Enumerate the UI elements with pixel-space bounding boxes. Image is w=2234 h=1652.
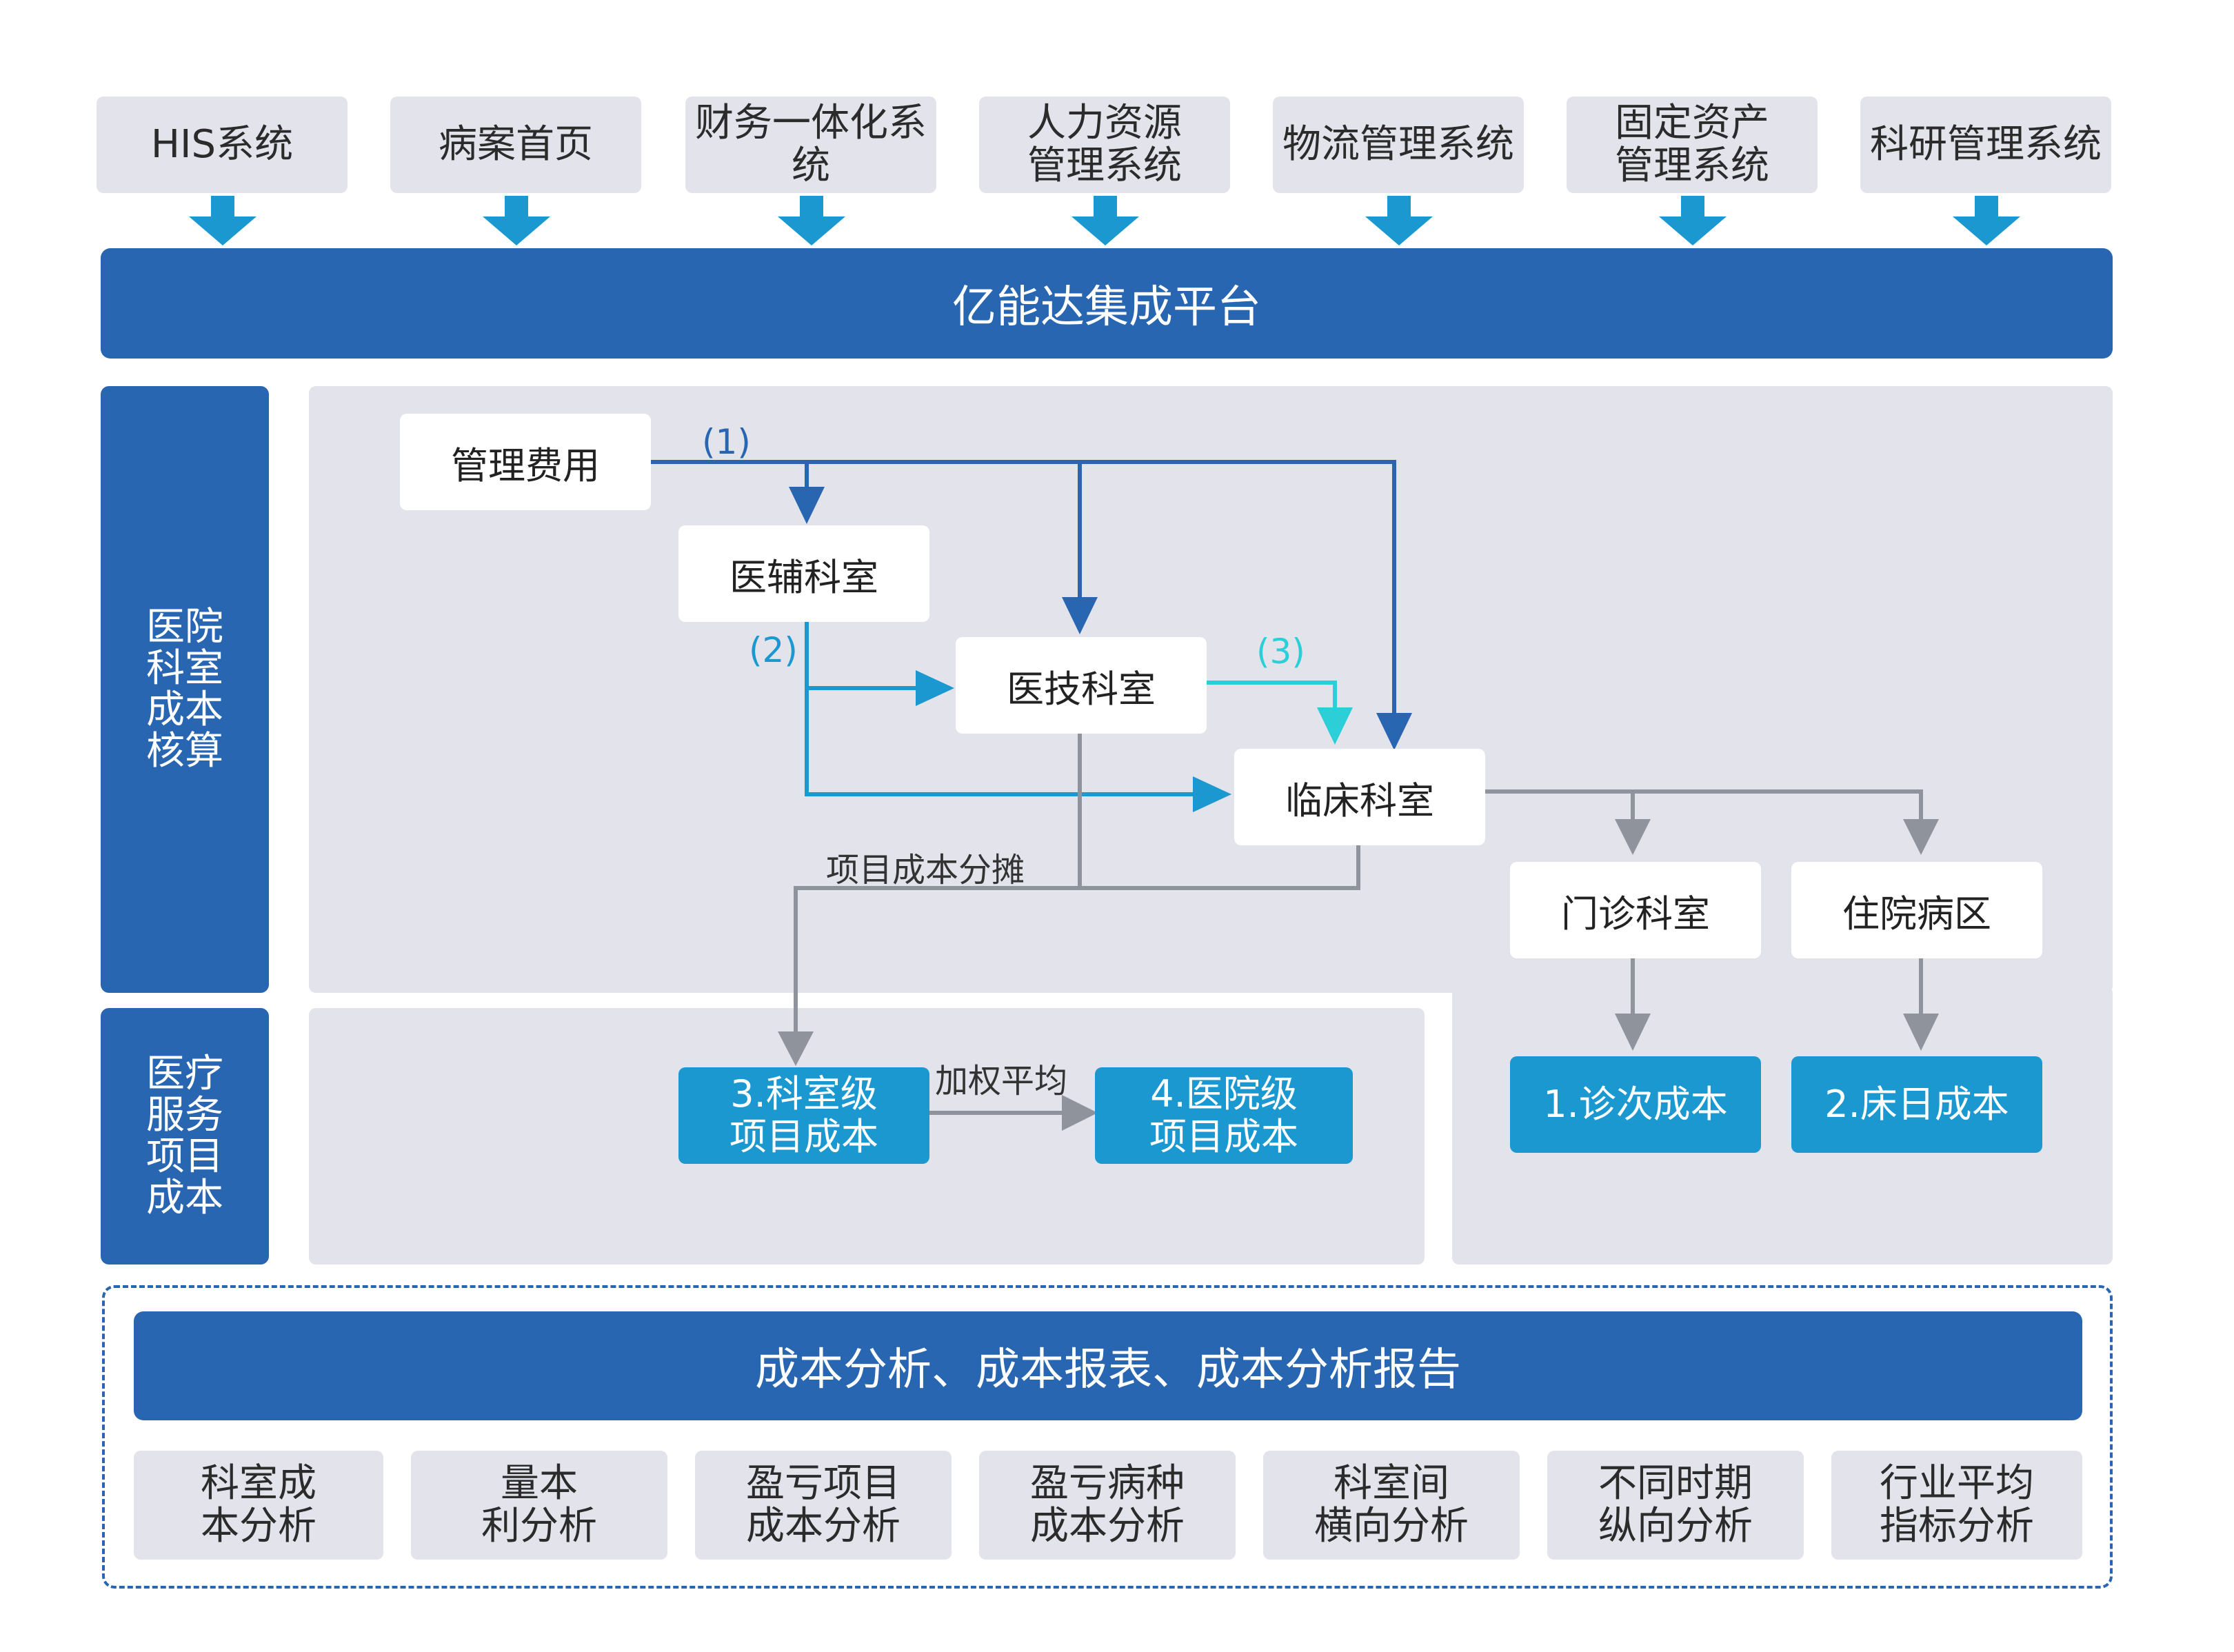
analysis-label: 量本 利分析 xyxy=(481,1461,597,1549)
platform-title: 亿能达集成平台 xyxy=(952,282,1261,333)
source-case-home: 病案首页 xyxy=(390,97,641,193)
analysis-label: 科室间 横向分析 xyxy=(1314,1461,1469,1549)
allocation-heads xyxy=(778,819,1939,1131)
flow-step2-heads xyxy=(916,670,1231,812)
source-his: HIS系统 xyxy=(97,97,348,193)
source-label: 科研管理系统 xyxy=(1870,122,2102,167)
node-label: 门诊科室 xyxy=(1561,892,1710,936)
source-label: 人力资源 管理系统 xyxy=(1027,101,1182,188)
side-label-text: 医疗服务项目成本 xyxy=(146,1051,223,1220)
source-label: 物流管理系统 xyxy=(1282,122,1514,167)
node-management-expense: 管理费用 xyxy=(400,414,651,510)
analysis-project-profit-loss: 盈亏项目 成本分析 xyxy=(695,1451,952,1560)
side-label-service-cost: 医疗服务项目成本 xyxy=(101,1008,269,1265)
node-inpatient-ward: 住院病区 xyxy=(1791,862,2042,958)
side-label-text: 医院科室成本核算 xyxy=(146,605,223,774)
flow-label-step1: (1) xyxy=(702,422,751,462)
analysis-label: 行业平均 指标分析 xyxy=(1880,1461,2034,1549)
flow-step3-head xyxy=(1317,707,1353,745)
source-fixed-assets: 固定资产 管理系统 xyxy=(1567,97,1818,193)
node-label: 4.医院级 项目成本 xyxy=(1149,1072,1298,1158)
source-label: HIS系统 xyxy=(150,122,294,167)
node-dept-item-cost: 3.科室级 项目成本 xyxy=(678,1067,929,1164)
flow-step3-line xyxy=(1205,681,1337,710)
source-label: 财务一体化系统 xyxy=(695,101,927,188)
source-hr: 人力资源 管理系统 xyxy=(979,97,1230,193)
node-clinical-dept: 临床科室 xyxy=(1234,749,1485,845)
report-title: 成本分析、成本报表、成本分析报告 xyxy=(755,1344,1461,1396)
report-banner: 成本分析、成本报表、成本分析报告 xyxy=(134,1311,2082,1420)
analysis-industry-average: 行业平均 指标分析 xyxy=(1831,1451,2082,1560)
source-research: 科研管理系统 xyxy=(1860,97,2111,193)
node-label: 临床科室 xyxy=(1285,778,1434,823)
flow-label-weighted-average: 加权平均 xyxy=(935,1062,1068,1100)
node-label: 管理费用 xyxy=(451,443,600,487)
node-label: 医技科室 xyxy=(1007,667,1156,711)
analysis-label: 不同时期 纵向分析 xyxy=(1598,1461,1753,1549)
analysis-cost-volume-profit: 量本 利分析 xyxy=(411,1451,667,1560)
flow-label-step3: (3) xyxy=(1256,632,1305,672)
analysis-dept-cost: 科室成 本分析 xyxy=(134,1451,383,1560)
side-label-dept-cost: 医院科室成本核算 xyxy=(101,386,269,993)
node-label: 住院病区 xyxy=(1842,892,1991,936)
source-logistics: 物流管理系统 xyxy=(1273,97,1524,193)
node-medical-tech-dept: 医技科室 xyxy=(956,637,1207,734)
analysis-disease-profit-loss: 盈亏病种 成本分析 xyxy=(979,1451,1236,1560)
node-label: 2.床日成本 xyxy=(1824,1082,2009,1126)
flow-step2-lines xyxy=(805,621,1197,796)
flow-step1-heads xyxy=(789,487,1412,750)
node-bed-day-cost: 2.床日成本 xyxy=(1791,1056,2042,1153)
node-label: 1.诊次成本 xyxy=(1543,1082,1728,1126)
analysis-inter-dept-horizontal: 科室间 横向分析 xyxy=(1263,1451,1520,1560)
source-label: 固定资产 管理系统 xyxy=(1615,101,1769,188)
analysis-period-vertical: 不同时期 纵向分析 xyxy=(1547,1451,1804,1560)
source-label: 病案首页 xyxy=(439,122,593,167)
analysis-label: 盈亏项目 成本分析 xyxy=(746,1461,900,1549)
node-label: 3.科室级 项目成本 xyxy=(729,1072,878,1158)
analysis-label: 盈亏病种 成本分析 xyxy=(1030,1461,1185,1549)
node-hospital-item-cost: 4.医院级 项目成本 xyxy=(1095,1067,1353,1164)
source-arrows xyxy=(189,196,2020,245)
allocation-lines xyxy=(794,731,1923,1115)
node-outpatient-dept: 门诊科室 xyxy=(1510,862,1761,958)
node-visit-cost: 1.诊次成本 xyxy=(1510,1056,1761,1153)
report-section xyxy=(102,1285,2113,1589)
node-label: 医辅科室 xyxy=(729,555,878,599)
source-finance: 财务一体化系统 xyxy=(685,97,936,193)
flow-label-step2: (2) xyxy=(749,630,798,670)
flow-step1-lines xyxy=(651,460,1396,717)
analysis-label: 科室成 本分析 xyxy=(201,1461,316,1549)
node-auxiliary-dept: 医辅科室 xyxy=(678,525,929,622)
flow-label-allocation: 项目成本分摊 xyxy=(826,851,1025,889)
integration-platform-banner: 亿能达集成平台 xyxy=(101,248,2113,359)
